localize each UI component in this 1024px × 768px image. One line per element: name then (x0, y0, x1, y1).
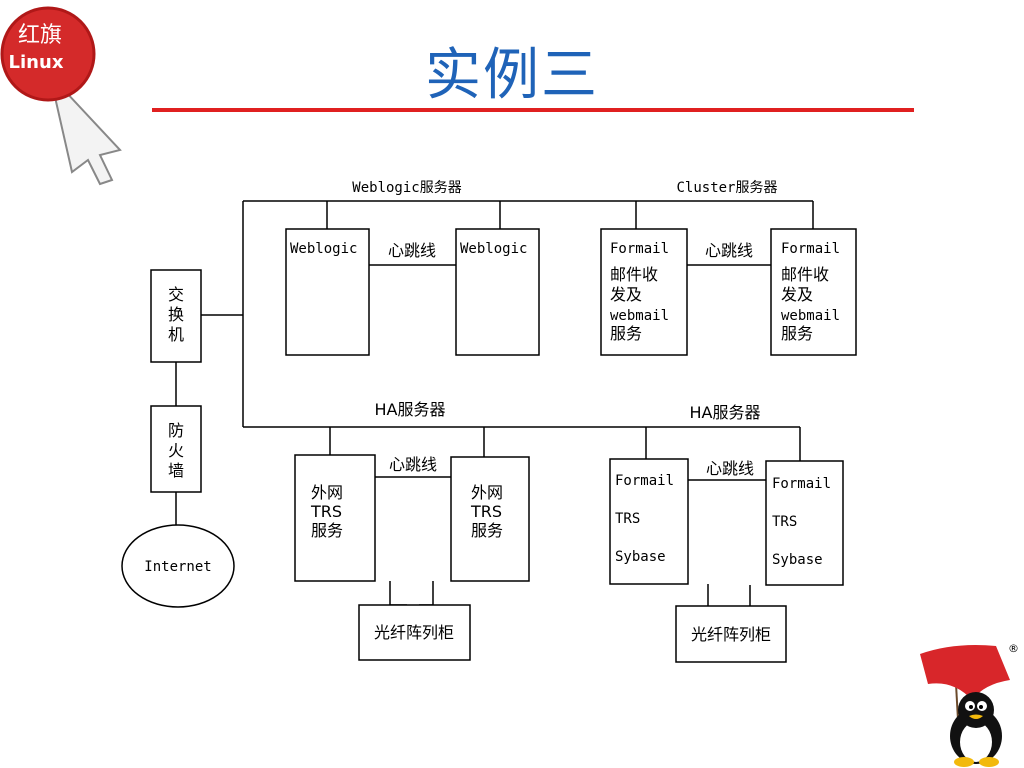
slide-title: 实例三 (425, 43, 599, 108)
switch-label-2: 换 (168, 305, 184, 324)
logo-badge-ring (0, 6, 96, 102)
logo-text: 红旗 (18, 23, 62, 48)
ha-group-1-node-2-line-3: 服务 (471, 521, 503, 540)
ha-group-1-node-2-line-1: 外网 (471, 483, 503, 502)
firewall-box (150, 405, 202, 493)
switch-label-3: 机 (168, 325, 184, 344)
ha-group-2-heartbeat-label: 心跳线 (706, 459, 754, 478)
ha-group-2-title: HA服务器 (690, 403, 761, 422)
ha-group-1-node-2 (450, 456, 530, 582)
penguin-head (958, 692, 994, 728)
ha-group-1-node-1 (294, 454, 376, 582)
ha-group-1-node-2-line-2: TRS (470, 502, 502, 521)
ha-group-2-storage-label: 光纤阵列柜 (691, 625, 771, 644)
cluster-node-1 (600, 228, 688, 356)
ha-group-2-node-2-line-2: TRS (772, 514, 797, 530)
ha-group-1-node-1-line-1: 外网 (311, 483, 343, 502)
firewall-label-3: 墙 (168, 461, 184, 480)
internet-label: Internet (144, 559, 211, 575)
ha-group-2-node-1 (609, 458, 689, 585)
ha-group-1-storage-label: 光纤阵列柜 (374, 623, 454, 642)
cluster-node-2-line-5: 服务 (781, 324, 813, 343)
cluster-group-title: Cluster服务器 (676, 180, 777, 196)
logo-badge (2, 8, 94, 100)
ha-group-2-node-1-line-1: Formail (615, 473, 674, 489)
penguin-flag-mascot: ® (920, 642, 1019, 767)
ha-group-2-storage (675, 605, 787, 663)
title-rule (152, 108, 914, 112)
cluster-node-2-line-4: webmail (781, 308, 840, 324)
logo-subtext: Linux (9, 52, 64, 73)
weblogic-heartbeat-label: 心跳线 (388, 241, 436, 260)
penguin-pupil-right (979, 705, 983, 709)
cluster-node-2 (770, 228, 857, 356)
red-flag-linux-logo: 红旗 Linux (0, 6, 122, 186)
ha-group-2-node-2-line-3: Sybase (772, 552, 823, 568)
penguin-foot-left (954, 757, 974, 767)
weblogic-node-1-label: Weblogic (290, 241, 357, 257)
red-flag (920, 645, 1010, 700)
firewall-label-2: 火 (168, 441, 184, 460)
ha-group-2-node-1-line-3: Sybase (615, 549, 666, 565)
weblogic-node-2 (455, 228, 540, 356)
ha-group-1-node-1-line-3: 服务 (311, 521, 343, 540)
ha-group-1-heartbeat-label: 心跳线 (389, 455, 437, 474)
switch-box (150, 269, 202, 363)
weblogic-group-title: Weblogic服务器 (352, 180, 461, 196)
registered-mark: ® (1008, 642, 1019, 655)
weblogic-node-2-label: Weblogic (460, 241, 527, 257)
weblogic-node-1 (285, 228, 370, 356)
cluster-node-2-line-1: Formail (781, 241, 840, 257)
penguin-foot-right (979, 757, 999, 767)
cluster-node-1-line-2: 邮件收 (610, 265, 658, 284)
penguin-belly (960, 722, 992, 762)
cluster-node-2-line-2: 邮件收 (781, 265, 829, 284)
ha-group-2-node-2-line-1: Formail (772, 476, 831, 492)
logo-cursor-arrow (48, 71, 122, 186)
connector-lines (175, 200, 814, 606)
ha-group-1-storage (358, 604, 471, 661)
cluster-heartbeat-label: 心跳线 (705, 241, 753, 260)
ha-group-2-node-2 (765, 460, 844, 586)
ha-group-1-title: HA服务器 (375, 400, 446, 419)
penguin-beak (969, 714, 983, 719)
cluster-node-1-line-3: 发及 (610, 285, 642, 304)
ha-group-1-node-1-line-2: TRS (310, 502, 342, 521)
cluster-node-1-line-5: 服务 (610, 324, 642, 343)
ha-group-2-node-1-line-2: TRS (615, 511, 640, 527)
internet-ellipse (121, 524, 235, 608)
firewall-label-1: 防 (168, 421, 184, 440)
cluster-node-1-line-1: Formail (610, 241, 669, 257)
cluster-node-1-line-4: webmail (610, 308, 669, 324)
cluster-node-2-line-3: 发及 (781, 285, 813, 304)
switch-label-1: 交 (168, 285, 184, 304)
penguin-pupil-left (969, 705, 973, 709)
